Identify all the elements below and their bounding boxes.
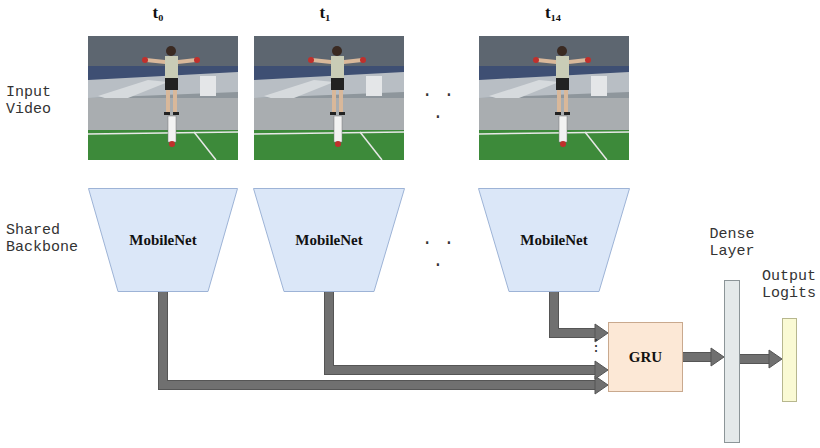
layer-bar: Dense Layer (702, 226, 762, 443)
arrow-shaft-outline (554, 292, 596, 333)
arrow-head (595, 361, 608, 379)
layer-heading: Output Logits (761, 268, 817, 302)
layer-bar-shape (782, 318, 797, 402)
time-step: t₁ (295, 2, 355, 23)
time-step: t₁₄ (523, 2, 583, 23)
arrow-shaft-outline (740, 354, 770, 364)
trapezoid-shape (479, 189, 630, 292)
arrow-shaft (740, 355, 770, 363)
layer-bar: Output Logits (761, 268, 817, 402)
time-step: t₀ (128, 2, 188, 23)
backbone-trapezoid: MobileNet (478, 188, 630, 292)
node-label: MobileNet (129, 232, 196, 249)
process-box: GRU (608, 322, 683, 392)
connector-arrow (329, 292, 608, 379)
arrow-shaft (554, 292, 596, 333)
ellipsis: · · · (416, 232, 460, 276)
arrow-shaft-outline (329, 292, 596, 370)
row-label: Shared Backbone (6, 222, 90, 256)
ellipsis: ⋮ (588, 337, 602, 357)
trapezoid-shape (89, 189, 238, 292)
video-frame (88, 36, 238, 160)
connector-arrow (163, 292, 608, 394)
arrow-head (711, 348, 724, 366)
backbone-trapezoid: MobileNet (253, 188, 405, 292)
arrow-shaft-outline (683, 352, 712, 362)
connector-arrow (554, 292, 608, 342)
video-frame (479, 36, 629, 160)
layer-heading: Dense Layer (702, 226, 762, 260)
arrow-shaft (683, 353, 712, 361)
node-label: MobileNet (520, 232, 587, 249)
layer-bar-shape (724, 280, 740, 443)
row-label: Input Video (6, 84, 86, 118)
arrow-shaft-outline (163, 292, 596, 385)
video-frame (254, 36, 404, 160)
arrow-head (595, 376, 608, 394)
node-label: GRU (629, 349, 662, 366)
trapezoid-shape (254, 189, 405, 292)
connector-arrow (683, 348, 724, 366)
arrow-shaft (163, 292, 596, 385)
arrow-shaft (329, 292, 596, 370)
backbone-trapezoid: MobileNet (88, 188, 238, 292)
node-label: MobileNet (295, 232, 362, 249)
connector-arrow (740, 350, 782, 368)
ellipsis: · · · (416, 84, 460, 128)
arrow-head (769, 350, 782, 368)
